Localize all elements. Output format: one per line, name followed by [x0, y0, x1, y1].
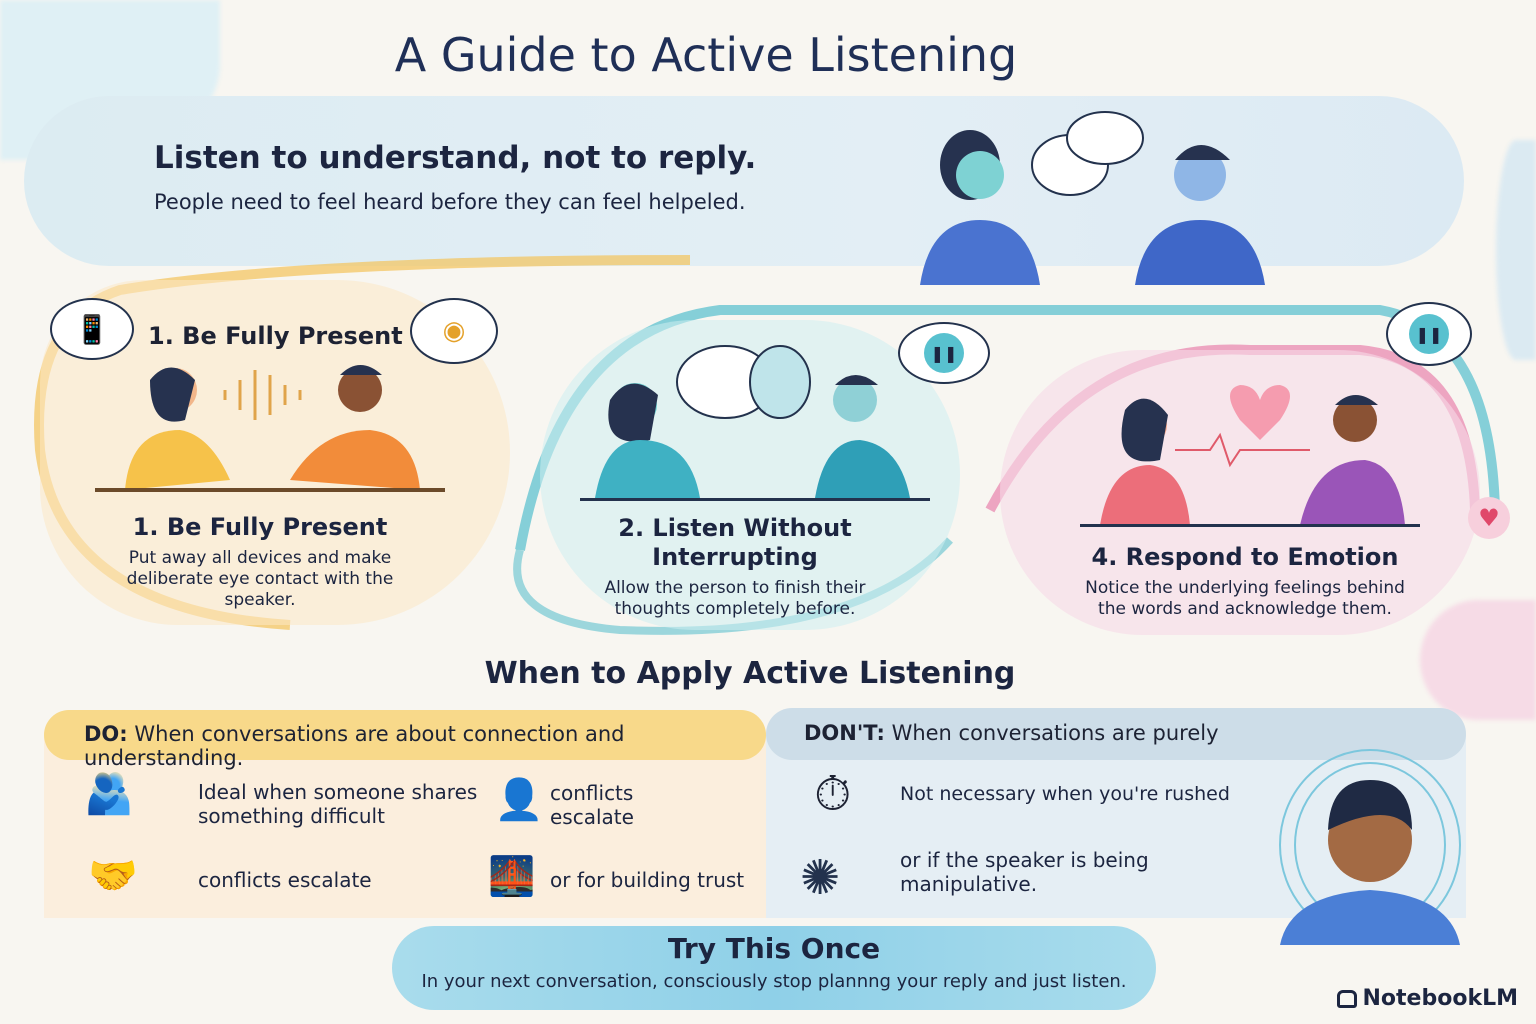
handshake-icon: 🤝	[88, 853, 138, 899]
do-label: DO:	[84, 722, 128, 746]
hero-subtitle: People need to feel heard before they ca…	[154, 190, 746, 214]
pause-bubble: ❚❚	[898, 322, 990, 384]
do-item: conflicts escalate	[198, 868, 372, 892]
dont-item: or if the speaker is being manipulative.	[900, 848, 1149, 896]
try-this-banner: Try This Once In your next conversation,…	[392, 926, 1156, 1010]
pause-icon: ❚❚	[1409, 314, 1449, 354]
do-panel: DO: When conversations are about connect…	[44, 710, 766, 918]
step-2-illustration	[580, 345, 930, 501]
step-3-title: 4. Respond to Emotion	[1091, 543, 1399, 571]
pause-bubble: ❚❚	[1386, 302, 1472, 366]
eye-icon: ◉	[442, 316, 466, 346]
dont-header: DON'T: When conversations are purely	[766, 708, 1466, 760]
notebooklm-icon	[1336, 989, 1357, 1008]
dont-text: When conversations are purely	[891, 721, 1219, 745]
background-blob	[1496, 140, 1536, 360]
page-title: A Guide to Active Listening	[394, 28, 1018, 82]
do-header: DO: When conversations are about connect…	[44, 710, 766, 770]
step-2-text: Allow the person to finish their thought…	[604, 578, 866, 619]
do-item: Ideal when someone shares something diff…	[198, 780, 478, 828]
tangled-scribble-icon: ✺	[800, 850, 841, 906]
brand-logo: NotebookLM	[1336, 986, 1518, 1011]
do-item: or for building trust	[550, 868, 745, 892]
step-3-card: 4. Respond to Emotion Notice the underly…	[1070, 543, 1420, 620]
listening-person-icon: 👤	[494, 777, 544, 823]
step-3-illustration	[1080, 385, 1420, 527]
step-3-text: Notice the underlying feelings behind th…	[1085, 578, 1405, 619]
dont-label: DON'T:	[804, 721, 885, 745]
pause-icon: ❚❚	[924, 333, 964, 373]
step-2-card: 2. Listen Without Interrupting Allow the…	[580, 514, 890, 620]
eye-bubble: ◉	[410, 298, 498, 364]
brand-name: NotebookLM	[1362, 986, 1518, 1011]
step-2-title: 2. Listen Without Interrupting	[618, 514, 852, 571]
heart-icon: ♥	[1468, 497, 1510, 539]
step-1-card: 1. Be Fully Present Put away all devices…	[110, 513, 410, 611]
step-1-title: 1. Be Fully Present	[132, 513, 388, 541]
phone-off-bubble: 📱	[50, 298, 134, 360]
background-blob	[1420, 600, 1536, 720]
comforting-people-icon: 🫂	[84, 771, 134, 817]
apply-section-title: When to Apply Active Listening	[484, 656, 1016, 691]
step-1-illustration	[95, 365, 445, 492]
hero-headline: Listen to understand, not to reply.	[154, 140, 757, 176]
step-1-text: Put away all devices and make deliberate…	[126, 548, 394, 610]
step-1-label: 1. Be Fully Present	[148, 322, 403, 350]
do-text: When conversations are about connection …	[84, 722, 625, 770]
dont-item: Not necessary when you're rushed	[900, 783, 1230, 805]
try-text: In your next conversation, consciously s…	[421, 971, 1127, 992]
phone-icon: 📱	[74, 312, 110, 346]
do-item: conflicts escalate	[550, 781, 634, 829]
calm-listener-illustration	[1279, 749, 1461, 945]
try-title: Try This Once	[667, 932, 881, 965]
conversation-illustration	[920, 111, 1265, 285]
bridge-building-icon: 🌉	[488, 854, 536, 898]
stopwatch-icon: ⏱	[814, 766, 852, 822]
